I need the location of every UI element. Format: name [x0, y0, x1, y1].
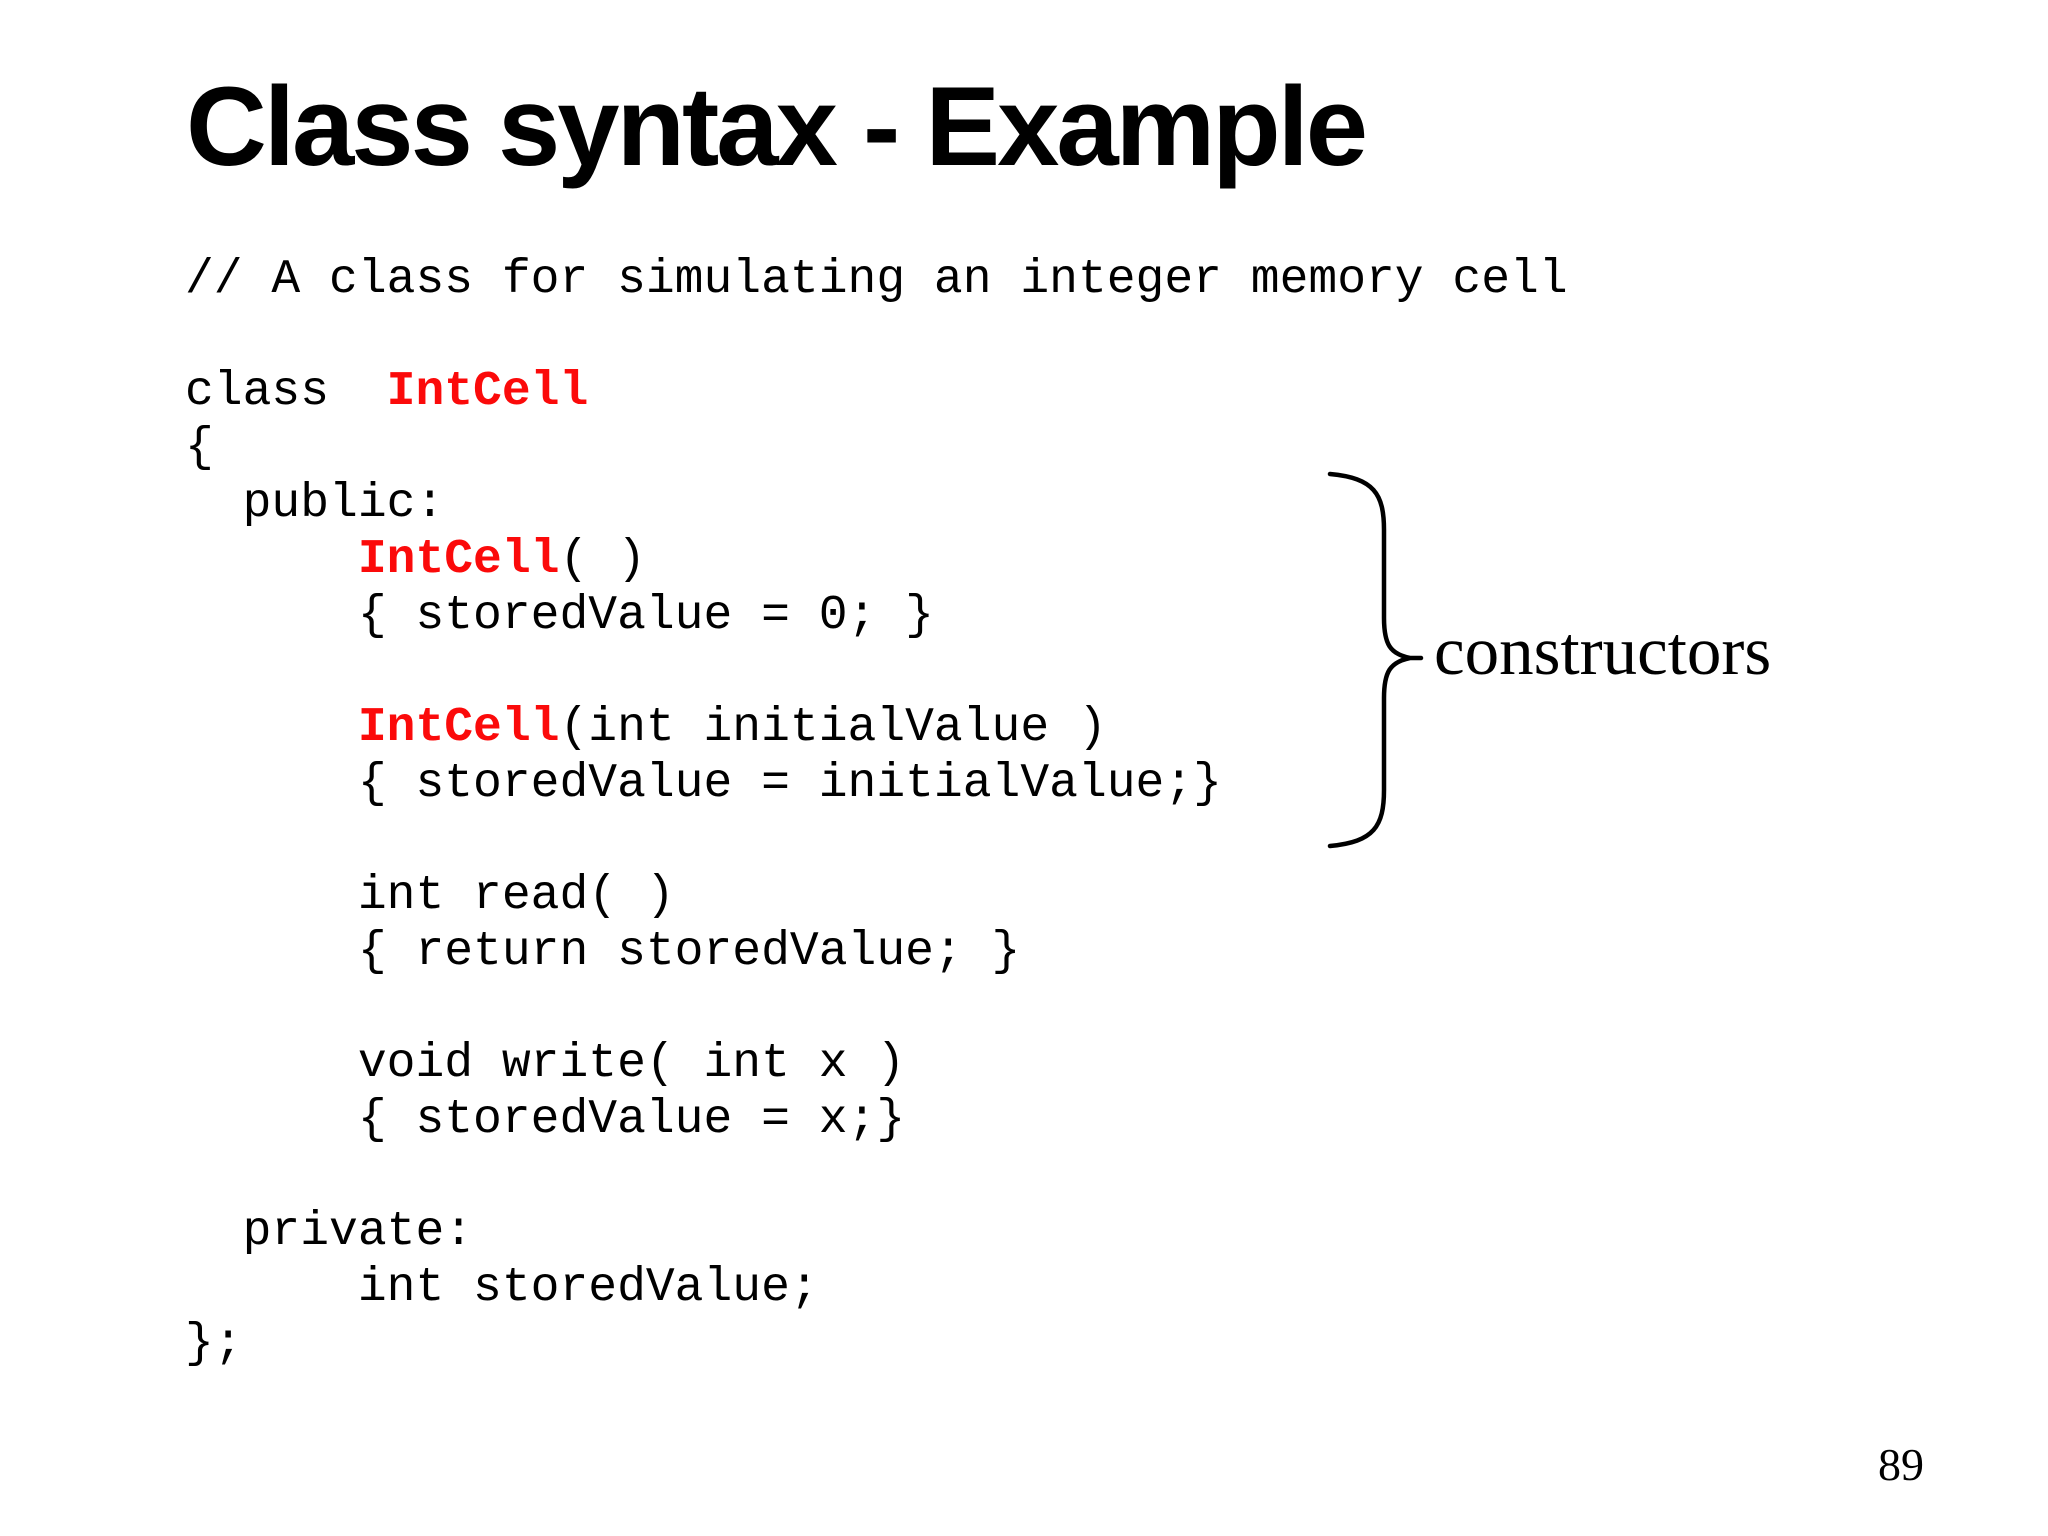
code-text: { return storedValue; } [185, 925, 1021, 979]
code-line: IntCell( ) [185, 532, 1568, 588]
code-line [185, 308, 1568, 364]
code-text: void write( int x ) [185, 1037, 906, 1091]
code-line: }; [185, 1316, 1568, 1372]
code-line: void write( int x ) [185, 1036, 1568, 1092]
code-text [185, 701, 358, 755]
brace-path [1327, 471, 1424, 849]
code-line: { storedValue = 0; } [185, 588, 1568, 644]
code-text: private: [185, 1205, 474, 1259]
code-line: public: [185, 476, 1568, 532]
class-name-keyword: IntCell [386, 365, 589, 419]
code-line: { storedValue = initialValue;} [185, 756, 1568, 812]
right-curly-brace-annotation [1327, 471, 1424, 849]
code-line: int read( ) [185, 868, 1568, 924]
code-line: { [185, 420, 1568, 476]
class-name-keyword: IntCell [357, 701, 560, 755]
code-text: public: [185, 477, 445, 531]
class-name-keyword: IntCell [357, 533, 560, 587]
code-line: private: [185, 1204, 1568, 1260]
code-text: { storedValue = 0; } [185, 589, 934, 643]
code-text: { [185, 421, 214, 475]
code-text: { storedValue = x;} [185, 1093, 906, 1147]
code-line [185, 980, 1568, 1036]
code-text: int storedValue; [185, 1261, 819, 1315]
code-line: IntCell(int initialValue ) [185, 700, 1568, 756]
code-line: // A class for simulating an integer mem… [185, 252, 1568, 308]
code-block: // A class for simulating an integer mem… [185, 252, 1568, 1372]
code-text: (int initialValue ) [559, 701, 1107, 755]
slide-title: Class syntax - Example [186, 64, 1368, 189]
page-number: 89 [1878, 1439, 1924, 1490]
code-text [185, 533, 358, 587]
code-text: // A class for simulating an integer mem… [185, 253, 1568, 307]
code-text: { storedValue = initialValue;} [185, 757, 1222, 811]
code-line: int storedValue; [185, 1260, 1568, 1316]
code-text: }; [185, 1317, 243, 1371]
code-line: { storedValue = x;} [185, 1092, 1568, 1148]
code-text: ( ) [559, 533, 646, 587]
code-text: int read( ) [185, 869, 675, 923]
code-text: class [185, 365, 387, 419]
code-line [185, 1148, 1568, 1204]
code-line: class IntCell [185, 364, 1568, 420]
code-line: { return storedValue; } [185, 924, 1568, 980]
constructors-annotation-label: constructors [1434, 613, 1772, 689]
